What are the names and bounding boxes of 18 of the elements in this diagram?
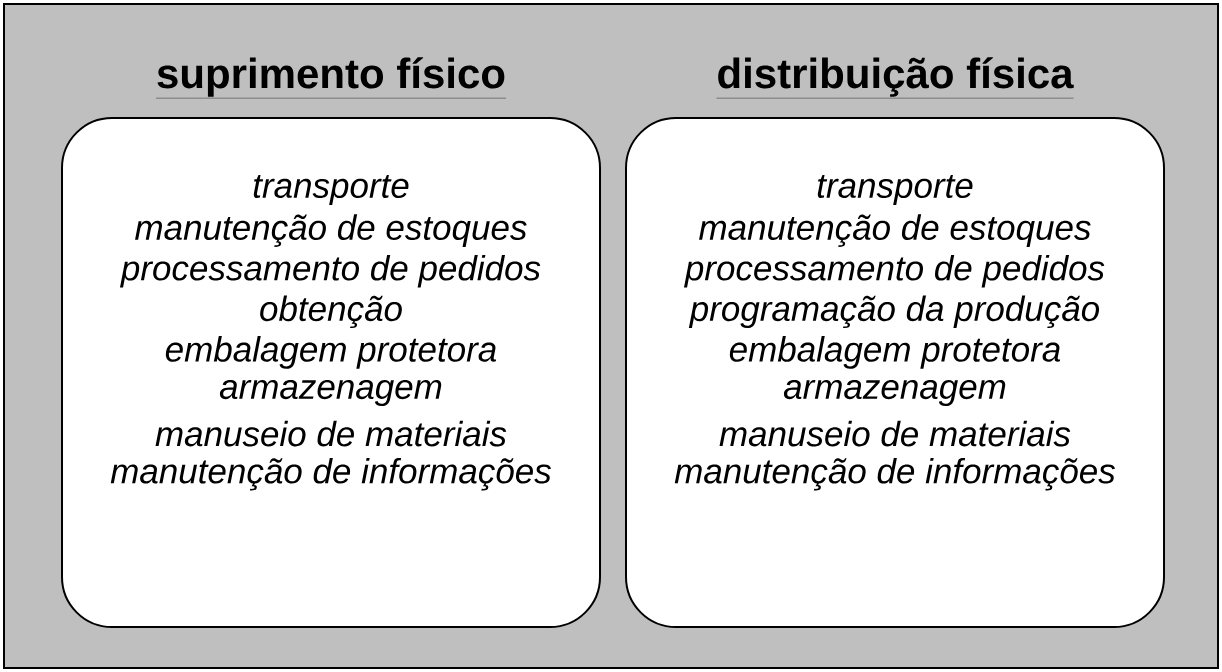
- list-item: transporte: [253, 175, 409, 205]
- heading: distribuição física: [716, 57, 1074, 99]
- list-item: embalagem protetora: [729, 336, 1061, 369]
- list-item: manutenção de estoques: [699, 214, 1091, 247]
- list-item: transporte: [817, 175, 973, 205]
- list-item: manutenção de estoques: [135, 214, 527, 247]
- list-item: processamento de pedidos: [684, 254, 1105, 288]
- list-item: armazenagem: [783, 379, 1006, 407]
- list-item: armazenagem: [219, 379, 442, 407]
- list-item: manutenção de informações: [110, 457, 551, 491]
- list-item: manutenção de informações: [674, 457, 1116, 491]
- list-item: obtenção: [260, 295, 402, 329]
- list-item: programação da produção: [688, 295, 1100, 329]
- list-item: processamento de pedidos: [120, 254, 541, 288]
- list-item: embalagem protetora: [165, 336, 497, 369]
- heading: suprimento físico: [155, 57, 507, 99]
- list-item: manuseio de materiais: [719, 420, 1071, 447]
- list-item: manuseio de materiais: [155, 420, 507, 447]
